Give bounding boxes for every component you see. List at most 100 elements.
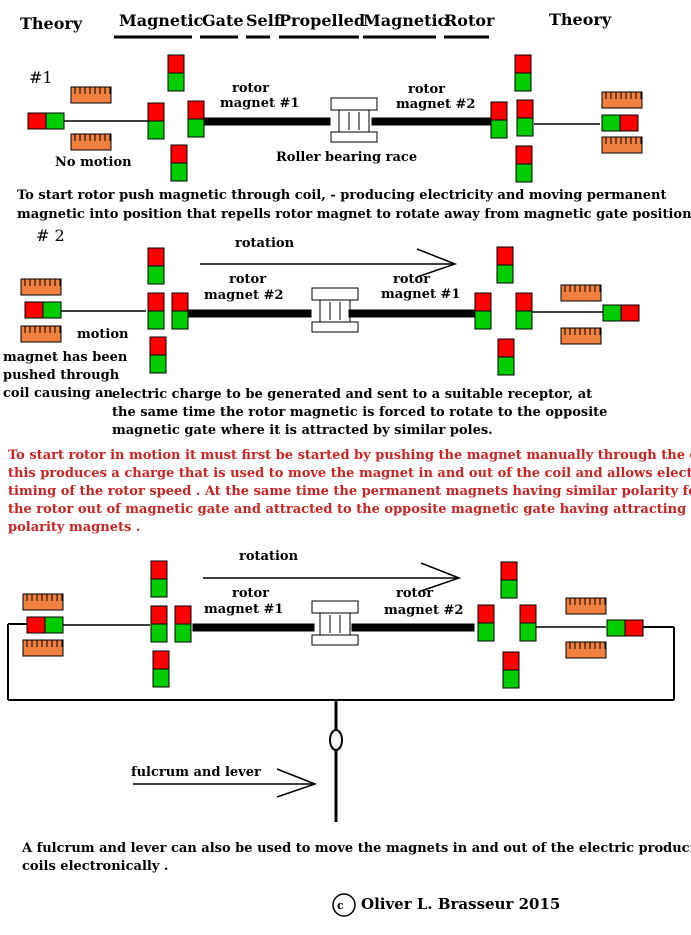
bearing-race-top: [330, 97, 378, 111]
gate-magnet-north-pole: [502, 651, 520, 671]
gate-magnet-north-pole: [497, 338, 515, 358]
bearing-race-top: [311, 287, 359, 301]
coil: [22, 593, 64, 611]
gate-magnet-south-pole: [174, 623, 192, 643]
gate-magnet-south-pole: [514, 72, 532, 92]
permanent-magnet-pole: [606, 619, 626, 637]
permanent-magnet-pole: [44, 616, 64, 634]
gate-magnet-north-pole: [171, 292, 189, 312]
permanent-magnet-pole: [42, 301, 62, 319]
gate-magnet-north-pole: [496, 246, 514, 266]
theory-left-label: Theory: [20, 14, 83, 33]
coil: [601, 136, 643, 154]
gate-magnet-north-pole: [170, 144, 188, 164]
bearing-race-bottom: [330, 131, 378, 143]
fulcrum-pivot: [329, 729, 343, 751]
gate-magnet-south-pole: [500, 579, 518, 599]
gate-magnet-south-pole: [150, 623, 168, 643]
section1-number: #1: [29, 68, 53, 87]
section2-left-line2: pushed through: [3, 368, 120, 383]
coil: [560, 284, 602, 302]
section3-desc-line2: coils electronically .: [22, 859, 169, 874]
coil: [70, 133, 112, 151]
section1-desc-line1: To start rotor push magnetic through coi…: [17, 188, 667, 203]
permanent-magnet-pole: [601, 114, 621, 132]
section1-rotor1-line2: magnet #1: [220, 96, 300, 111]
gate-magnet-south-pole: [152, 668, 170, 688]
gate-magnet-south-pole: [502, 669, 520, 689]
gate-magnet-south-pole: [474, 310, 492, 330]
gate-magnet-north-pole: [515, 292, 533, 312]
permanent-magnet-pole: [624, 619, 644, 637]
bearing-race-body: [319, 612, 351, 636]
section2-number: # 2: [36, 226, 65, 245]
section3-desc-line1: A fulcrum and lever can also be used to …: [22, 841, 691, 856]
gate-magnet-south-pole: [519, 622, 537, 642]
gate-magnet-north-pole: [150, 560, 168, 580]
title-word-3: Self: [246, 11, 281, 30]
rotor-bar-left: [203, 117, 331, 126]
rotor-bar-left: [192, 623, 315, 632]
rotation-arrow-head: [420, 562, 462, 592]
coil: [20, 325, 62, 343]
bearing-race-bottom: [311, 634, 359, 646]
title-word-6: Rotor: [444, 11, 495, 30]
permanent-magnet-pole: [602, 304, 622, 322]
section3-rotor-left-line1: rotor: [232, 586, 270, 601]
coil: [565, 597, 607, 615]
red-paragraph-line4: the rotor out of magnetic gate and attra…: [8, 502, 687, 517]
gate-magnet-north-pole: [147, 247, 165, 267]
bearing-race-bottom: [311, 321, 359, 333]
title-word-1: Magnetic: [119, 11, 204, 30]
bearing-race-body: [319, 299, 351, 323]
gate-magnet-south-pole: [149, 354, 167, 374]
section2-rotor-right-line2: magnet #1: [381, 287, 461, 302]
gate-magnet-south-pole: [490, 119, 508, 139]
gate-magnet-south-pole: [516, 117, 534, 137]
section2-desc-line1: electric charge to be generated and sent…: [112, 387, 593, 402]
coil: [565, 641, 607, 659]
gate-magnet-north-pole: [515, 145, 533, 165]
permanent-magnet-pole: [24, 301, 44, 319]
rotor-bar-right: [351, 623, 475, 632]
gate-magnet-north-pole: [490, 101, 508, 121]
gate-magnet-south-pole: [496, 264, 514, 284]
gate-magnet-north-pole: [187, 100, 205, 120]
rotor-bar-left: [188, 309, 312, 318]
permanent-magnet-pole: [45, 112, 65, 130]
coil: [20, 278, 62, 296]
title-word-5: Magnetic: [363, 11, 448, 30]
section3-rotor-left-line2: magnet #1: [204, 602, 284, 617]
gate-magnet-south-pole: [147, 265, 165, 285]
gate-magnet-north-pole: [519, 604, 537, 624]
gate-magnet-north-pole: [147, 292, 165, 312]
gate-magnet-north-pole: [477, 604, 495, 624]
section2-left-line3: coil causing an: [3, 386, 113, 401]
section2-rotor-left-line2: magnet #2: [204, 288, 284, 303]
gate-magnet-north-pole: [516, 99, 534, 119]
section1-desc-line2: magnetic into position that repells roto…: [17, 207, 691, 222]
gate-magnet-south-pole: [170, 162, 188, 182]
section1-no-motion: No motion: [55, 155, 132, 170]
gate-magnet-south-pole: [147, 310, 165, 330]
section2-desc-line2: the same time the rotor magnetic is forc…: [112, 405, 608, 420]
red-paragraph-line3: timing of the rotor speed . At the same …: [8, 484, 691, 499]
section2-motion: motion: [77, 327, 129, 342]
section1-bearing-label: Roller bearing race: [276, 150, 418, 165]
gate-magnet-north-pole: [150, 605, 168, 625]
coil: [22, 639, 64, 657]
gate-magnet-north-pole: [167, 54, 185, 74]
section1-rotor2-line1: rotor: [408, 82, 446, 97]
coil: [560, 327, 602, 345]
gate-magnet-north-pole: [514, 54, 532, 74]
gate-magnet-south-pole: [187, 118, 205, 138]
gate-magnet-south-pole: [147, 120, 165, 140]
section2-rotor-left-line1: rotor: [229, 272, 267, 287]
section2-rotor-right-line1: rotor: [393, 272, 431, 287]
section3-lever-label: fulcrum and lever: [131, 765, 261, 780]
coil: [601, 91, 643, 109]
gate-magnet-north-pole: [174, 605, 192, 625]
copyright-symbol: c: [337, 899, 344, 912]
